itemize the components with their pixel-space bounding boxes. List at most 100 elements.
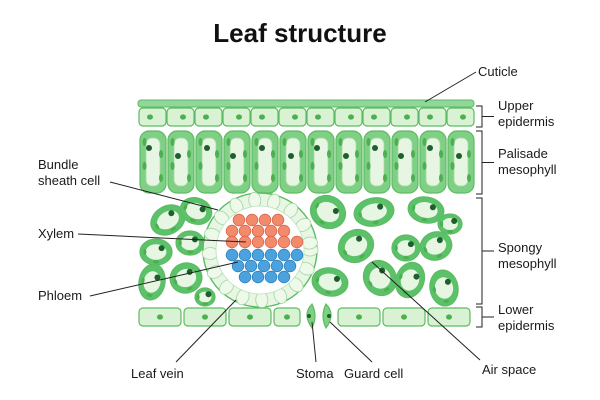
vacuole	[344, 235, 368, 257]
phloem-tube	[264, 270, 278, 284]
vacuole	[316, 201, 340, 223]
chloroplast	[436, 254, 443, 258]
nucleus	[315, 114, 321, 120]
chloroplast	[338, 162, 343, 170]
chloroplast	[271, 174, 275, 182]
nucleus	[371, 114, 377, 120]
phloem-tube	[231, 259, 245, 273]
xylem-vessel	[264, 224, 278, 238]
nucleus	[146, 145, 152, 151]
chloroplast	[443, 299, 450, 303]
chloroplast	[170, 162, 175, 170]
xylem-vessel	[245, 213, 259, 227]
chloroplast	[142, 162, 147, 170]
lower-epidermis-row	[138, 307, 471, 327]
chloroplast	[421, 217, 428, 222]
chloroplast	[338, 138, 343, 146]
label-spongy-line1: Spongy	[498, 240, 543, 255]
nucleus	[456, 153, 462, 159]
xylem-vessel	[258, 213, 272, 227]
label-palisade-line2: mesophyll	[498, 162, 557, 177]
xylem-vessel	[290, 235, 304, 249]
chloroplast	[358, 211, 362, 218]
chloroplast	[282, 138, 287, 146]
chloroplast	[254, 162, 259, 170]
leader-xylem	[77, 233, 247, 243]
bracket-palisade	[476, 130, 483, 195]
phloem-tube	[251, 248, 265, 262]
spongy-cell	[194, 287, 216, 307]
nucleus	[158, 245, 165, 252]
label-upper-epidermis-line1: Upper	[498, 98, 534, 113]
upper-epidermis-row	[138, 107, 475, 127]
nucleus	[398, 153, 404, 159]
nucleus	[147, 114, 153, 120]
chloroplast	[215, 150, 219, 158]
xylem-vessel	[271, 213, 285, 227]
chloroplast	[327, 150, 331, 158]
bracket-lower-epidermis	[476, 306, 483, 328]
chloroplast	[467, 150, 471, 158]
chloroplast	[394, 245, 398, 251]
chloroplast	[343, 249, 348, 256]
spongy-cell	[175, 230, 205, 256]
bracket-upper-epidermis	[476, 105, 483, 128]
chloroplast	[196, 294, 200, 300]
leaf-vein-bundle	[201, 191, 319, 309]
label-xylem: Xylem	[38, 226, 75, 241]
chloroplast	[187, 250, 193, 254]
nucleus	[332, 207, 339, 214]
nucleus	[429, 204, 436, 211]
nucleus	[413, 273, 420, 280]
spongy-cell	[353, 197, 395, 227]
chloroplast	[315, 202, 320, 209]
vacuole	[257, 137, 273, 187]
phloem-tube	[270, 259, 284, 273]
chloroplast	[432, 286, 437, 293]
chloroplast	[243, 150, 247, 158]
chloroplast	[146, 293, 153, 297]
chloroplast	[187, 174, 191, 182]
nucleus	[333, 275, 340, 282]
vacuole	[453, 137, 469, 187]
chloroplast	[243, 174, 247, 182]
label-bundle-sheath-line2: sheath cell	[38, 173, 101, 188]
chloroplast	[398, 273, 403, 280]
nucleus	[427, 145, 433, 151]
xylem-vessel	[251, 235, 265, 249]
chloroplast	[315, 276, 320, 283]
chloroplast	[411, 174, 415, 182]
label-bundle-sheath-line1: Bundle	[38, 157, 79, 172]
nucleus	[168, 210, 175, 217]
chloroplast	[153, 260, 159, 264]
chloroplast	[383, 150, 387, 158]
spongy-cell	[337, 228, 375, 264]
chloroplast	[423, 246, 428, 253]
label-cuticle: Cuticle	[478, 64, 518, 79]
vacuole	[369, 137, 385, 187]
phloem-tube	[290, 248, 304, 262]
nucleus	[230, 153, 236, 159]
spongy-cell	[309, 194, 347, 230]
spongy-cell	[394, 261, 426, 299]
spongy-cell	[419, 231, 453, 261]
chloroplast	[202, 302, 208, 306]
leader-cuticle	[424, 71, 477, 103]
leader-lines	[77, 71, 494, 363]
leader-stoma	[311, 321, 317, 363]
spongy-cell	[429, 269, 459, 307]
chloroplast	[142, 138, 147, 146]
cuticle-layer	[137, 99, 475, 108]
chloroplast	[299, 150, 303, 158]
label-lower-epidermis-line2: epidermis	[498, 318, 555, 333]
chloroplast	[198, 138, 203, 146]
vacuole	[341, 137, 357, 187]
nucleus	[204, 145, 210, 151]
chloroplast	[173, 278, 178, 285]
leader-bundle-sheath	[109, 181, 219, 211]
nucleus	[175, 153, 181, 159]
chloroplast	[226, 162, 231, 170]
vacuole	[285, 137, 301, 187]
label-air-space: Air space	[482, 362, 537, 377]
